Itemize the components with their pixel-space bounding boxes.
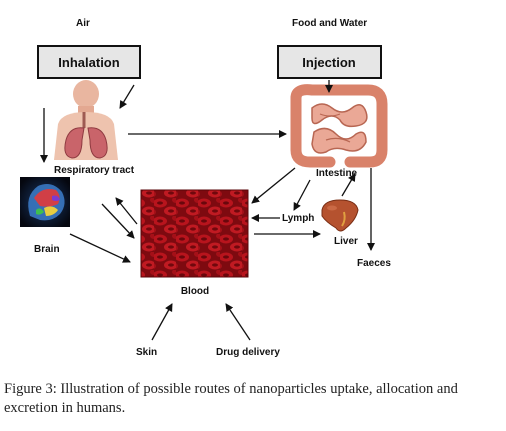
arrow-brain-to-blood xyxy=(69,233,131,263)
lungs-icon xyxy=(54,80,118,160)
brain-label: Brain xyxy=(34,244,60,255)
inhalation-label: Inhalation xyxy=(58,55,119,70)
arrow-blood-to-brain xyxy=(115,197,138,225)
brain-scan-icon xyxy=(20,177,70,227)
blood-cells-icon xyxy=(140,189,249,278)
food-water-label: Food and Water xyxy=(292,18,367,29)
liver-icon xyxy=(321,199,359,232)
arrow-respiratory-to-blood xyxy=(101,203,135,239)
arrow-intestine-to-blood xyxy=(251,167,296,204)
liver-label: Liver xyxy=(334,236,358,247)
figure-caption: Figure 3: Illustration of possible route… xyxy=(4,380,504,418)
skin-label: Skin xyxy=(136,347,157,358)
arrow-liver-to-intestine xyxy=(341,173,356,197)
route-arrows xyxy=(40,80,375,341)
injection-box: Injection xyxy=(277,45,382,79)
lymph-label: Lymph xyxy=(282,213,314,224)
figure-number: Figure 3: xyxy=(4,381,57,397)
blood-label: Blood xyxy=(181,286,209,297)
intestine-label: Intestine xyxy=(316,168,358,179)
faeces-label: Faeces xyxy=(357,258,391,269)
arrow-skin-to-blood xyxy=(151,303,173,341)
injection-label: Injection xyxy=(302,55,356,70)
caption-text: Illustration of possible routes of nanop… xyxy=(4,381,458,416)
respiratory-tract-label: Respiratory tract xyxy=(54,165,135,176)
air-label: Air xyxy=(76,18,90,29)
drug-delivery-label: Drug delivery xyxy=(216,347,280,358)
arrow-intestine-to-lymph xyxy=(293,179,311,211)
arrow-drug-delivery-to-blood xyxy=(225,303,251,341)
intestine-icon xyxy=(290,84,388,168)
arrow-air-to-lungs xyxy=(119,84,135,109)
inhalation-box: Inhalation xyxy=(37,45,141,79)
